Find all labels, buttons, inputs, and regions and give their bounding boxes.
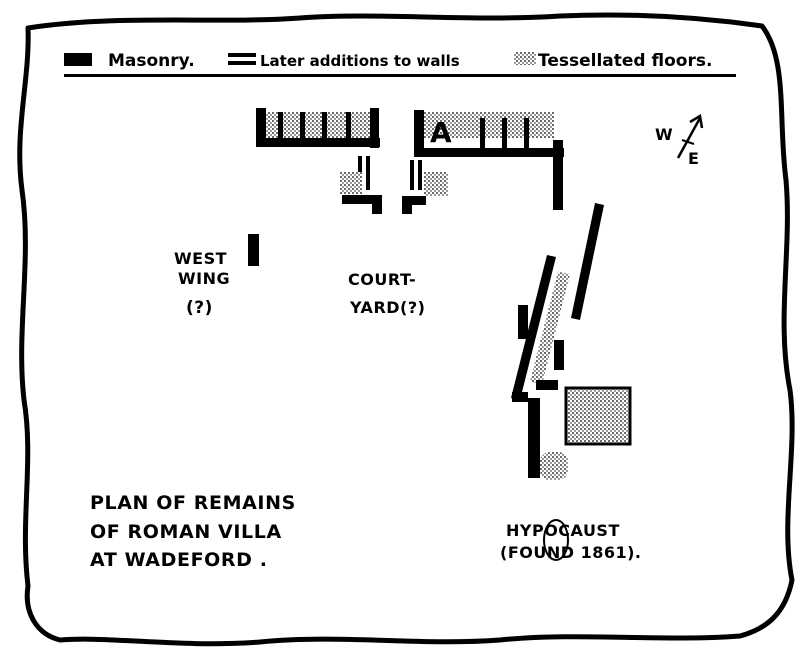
legend-underline [64,74,736,77]
compass-west: W [655,125,673,144]
west-wing-label-2: WING [178,269,230,288]
legend-masonry: Masonry. [108,51,195,71]
tessellated-swatch [514,52,536,65]
legend-later-additions: Later additions to walls [260,52,460,70]
west-wing-question: (?) [186,298,213,318]
hypocaust-label-1: HYPOCAUST [506,521,620,540]
compass-east: E [688,149,699,168]
legend-tessellated: Tessellated floors. [538,51,712,71]
map-border [17,12,795,647]
plan-title-line-1: PLAN OF REMAINS [90,492,296,514]
west-wing-wall [248,234,259,266]
masonry-swatch [64,53,92,66]
hypocaust-label-2: (FOUND 1861). [500,543,642,562]
north-left-rooms [256,108,382,214]
courtyard-label-2: YARD(?) [349,298,425,317]
east-corridor [511,203,604,480]
plan-title-line-2: OF ROMAN VILLA [90,521,282,543]
hypocaust-room [564,386,632,446]
north-right-rooms: A [402,110,564,214]
courtyard-label-1: COURT- [348,270,416,289]
later-additions-swatch-bottom [228,61,256,65]
room-a-label: A [430,116,452,149]
compass-icon: W E [655,113,704,168]
later-additions-swatch-top [228,53,256,57]
plan-title-line-3: AT WADEFORD . [90,549,268,571]
hypocaust-marker-circle [543,519,569,561]
legend: Masonry. Later additions to walls Tessel… [64,51,736,77]
west-wing-label-1: WEST [174,249,227,268]
